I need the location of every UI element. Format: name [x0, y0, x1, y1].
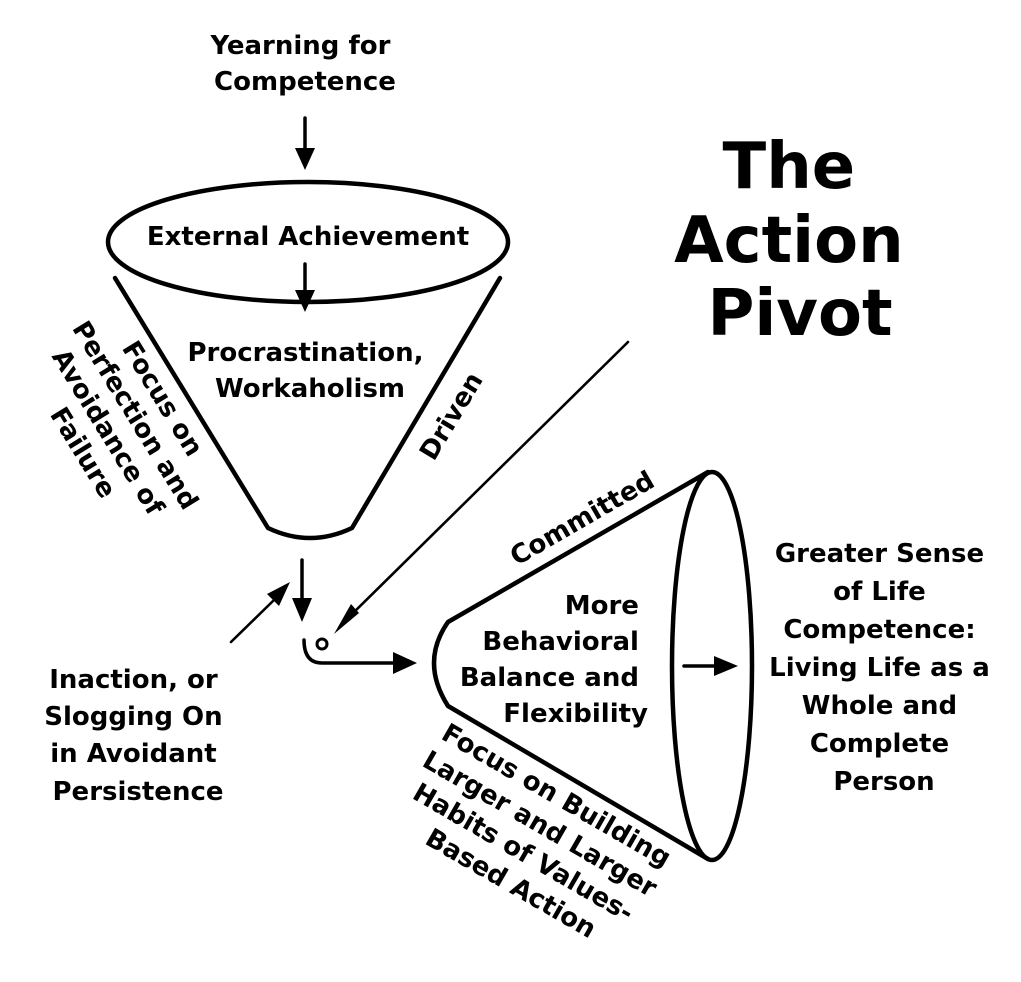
bottom-funnel [431, 469, 755, 863]
svg-text:Focus on Building Larger: Focus on Building Larger and Larger Habi… [384, 717, 686, 966]
svg-text:Focus on Perfection and: Focus on Perfection and Avoidance of Fai… [11, 299, 236, 556]
outcome-label: Greater Sense of Life Competence: Living… [769, 539, 999, 797]
focus-perfection-label: Focus on Perfection and Avoidance of Fai… [11, 299, 236, 556]
svg-text:Committed: Committed [505, 466, 660, 573]
right-arrow-icon [393, 652, 417, 674]
driven-label: Driven [414, 367, 489, 465]
yearning-label: Yearning for Competence [209, 31, 399, 97]
down-arrow-icon [295, 116, 315, 170]
diagonal-arrow-icon [334, 340, 630, 634]
pivot-connector [302, 638, 397, 665]
focus-building-label: Focus on Building Larger and Larger Habi… [384, 717, 686, 966]
diagram-title: The Action Pivot [674, 130, 926, 351]
down-arrow-icon [292, 558, 312, 622]
funnel-inner-label: Procrastination, Workaholism [187, 338, 432, 404]
down-arrow-icon [295, 262, 315, 312]
diagonal-arrow-icon [229, 582, 290, 644]
funnel-rim-label: External Achievement [147, 222, 469, 252]
pivot-point-icon [315, 637, 329, 651]
inaction-label: Inaction, or Slogging On in Avoidant Per… [44, 665, 231, 807]
svg-text:Driven: Driven [414, 367, 489, 465]
bottom-funnel-inner-label: More Behavioral Balance and Flexibility [460, 591, 648, 729]
committed-label: Committed [505, 466, 660, 573]
right-arrow-icon [682, 656, 738, 676]
